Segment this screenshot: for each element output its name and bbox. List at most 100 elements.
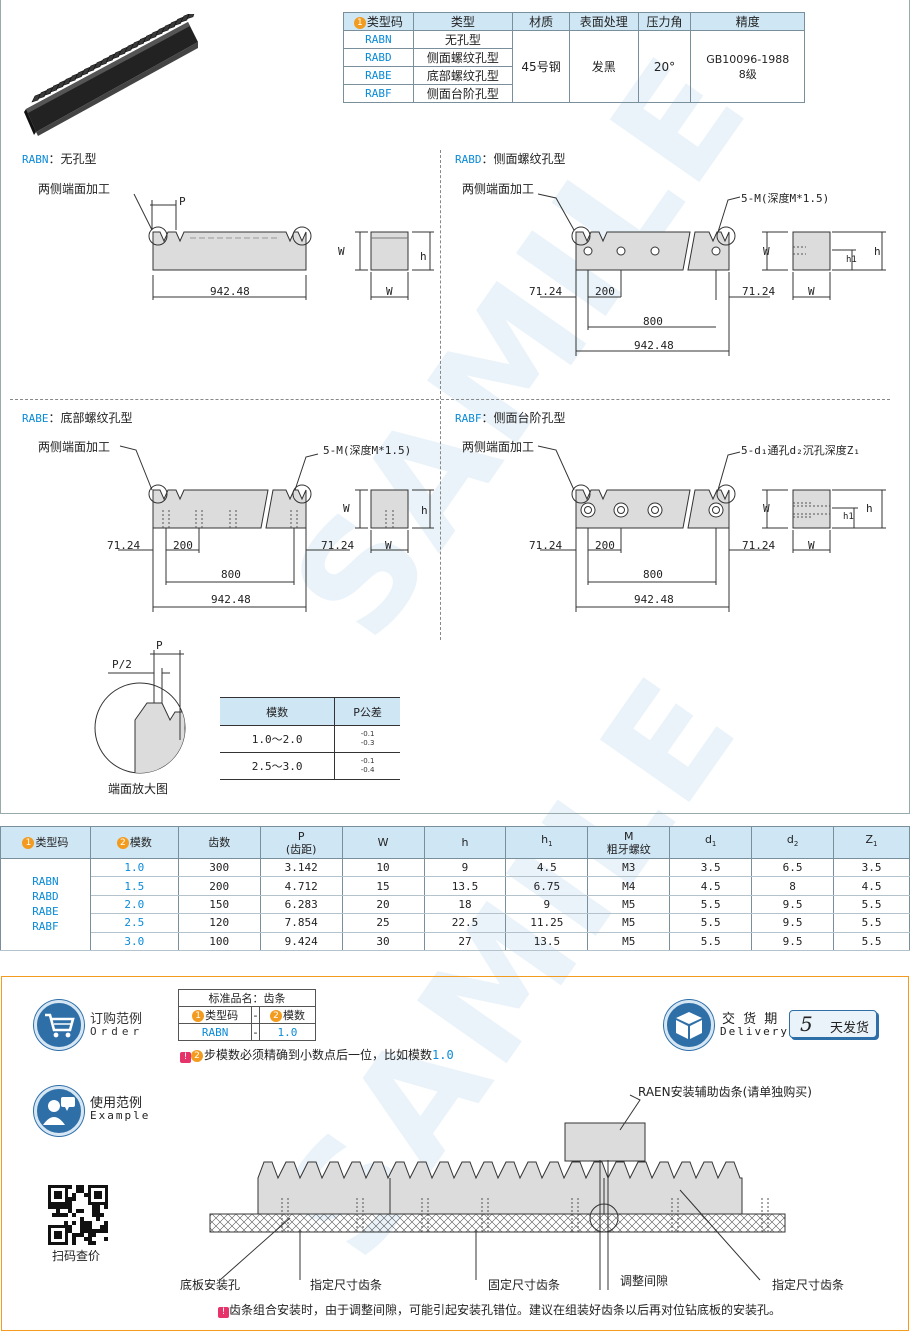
spec-module: 1.0 <box>89 858 179 878</box>
spec-p: 4.712 <box>259 876 343 896</box>
pressure-angle-header: 压力角 <box>637 12 692 31</box>
spec-p: 3.142 <box>259 858 343 878</box>
spec-z1: 4.5 <box>833 876 910 896</box>
spec-rack-right-label: 指定尺寸齿条 <box>772 1278 845 1292</box>
h1-header: h1 <box>505 826 589 859</box>
rabe-end-note: 两侧端面加工 <box>38 440 111 454</box>
spec-z1: 5.5 <box>833 895 910 915</box>
spec-teeth: 120 <box>177 913 261 933</box>
order-code-value: RABN <box>177 1023 253 1041</box>
spec-teeth: 100 <box>177 932 261 951</box>
material-value: 45号钢 <box>512 30 571 103</box>
type-code: RABF <box>343 84 414 103</box>
detail-pitch: P <box>156 639 163 652</box>
aux-rack-label: RAEN安装辅助齿条(请单独购买) <box>638 1085 812 1099</box>
order-label: 订购范例 <box>90 1012 143 1027</box>
rabf-end-left: 71.24 <box>529 539 563 552</box>
rabe-h: h <box>421 504 428 517</box>
assembly-warning: !齿条组合安装时，由于调整间隙，可能引起安装孔错位。建议在组装好齿条以后再对位钻… <box>218 1301 781 1318</box>
example-box <box>1 976 909 1331</box>
rabe-hole-note: 5-M(深度M*1.5) <box>323 444 412 457</box>
rabe-w-side: W <box>343 502 350 515</box>
delivery-label-en: Delivery <box>720 1025 789 1038</box>
rack-product-image <box>24 14 198 136</box>
module-range: 2.5～3.0 <box>220 752 335 780</box>
spec-h: 13.5 <box>423 876 507 896</box>
spec-p: 7.854 <box>259 913 343 933</box>
rabf-hole-note: 5-d₁通孔d₂沉孔深度Z₁ <box>741 444 860 457</box>
spec-module: 2.0 <box>89 895 179 915</box>
z1-header: Z1 <box>833 826 910 859</box>
rabd-h1: h1 <box>846 255 857 265</box>
pitch-tolerance: -0.1-0.4 <box>334 752 400 780</box>
pitch-tolerance: -0.1-0.3 <box>334 725 400 753</box>
spec-h: 27 <box>423 932 507 951</box>
spec-p: 9.424 <box>259 932 343 951</box>
type-code: RABN <box>343 30 414 49</box>
spec-m: M5 <box>587 895 671 915</box>
delivery-badge: 5 天发货 <box>789 1010 877 1038</box>
rabf-end-note: 两侧端面加工 <box>462 440 535 454</box>
divider <box>440 150 441 640</box>
spec-w: 10 <box>341 858 425 878</box>
rabn-end-note: 两侧端面加工 <box>38 182 111 196</box>
spec-h: 9 <box>423 858 507 878</box>
precision-header: 精度 <box>690 12 805 31</box>
h-header: h <box>423 826 507 859</box>
detail-drawing <box>94 650 186 774</box>
rabf-length: 942.48 <box>634 593 674 606</box>
spec-d2: 6.5 <box>751 858 835 878</box>
spec-module: 2.5 <box>89 913 179 933</box>
rabn-length: 942.48 <box>210 285 250 298</box>
user-chat-icon <box>34 1086 84 1136</box>
rabn-w-side: W <box>338 245 345 258</box>
order-sep: - <box>251 1023 260 1041</box>
qr-caption: 扫码查价 <box>52 1249 101 1263</box>
spec-w: 30 <box>341 932 425 951</box>
d1-header: d1 <box>669 826 753 859</box>
order-sep: - <box>251 1006 260 1024</box>
gap-label: 调整间隙 <box>620 1274 669 1288</box>
rabf-span: 800 <box>643 568 663 581</box>
spec-w: 20 <box>341 895 425 915</box>
spec-h1: 9 <box>505 895 589 915</box>
spec-rack-left-label: 指定尺寸齿条 <box>310 1278 383 1292</box>
warning-icon: ! <box>180 1052 191 1063</box>
order-module-value: 1.0 <box>258 1023 317 1041</box>
spec-p: 6.283 <box>259 895 343 915</box>
spec-h: 22.5 <box>423 913 507 933</box>
pitch-tolerance-header: P公差 <box>334 697 400 726</box>
rabd-end-note: 两侧端面加工 <box>462 182 535 196</box>
rabn-drawing <box>133 193 434 300</box>
spec-d1: 4.5 <box>669 876 753 896</box>
rabf-drawing <box>537 445 886 612</box>
rabf-pitch200: 200 <box>595 539 615 552</box>
rabf-w: W <box>808 539 815 552</box>
delivery-box-icon <box>664 1000 714 1050</box>
rabf-end-right: 71.24 <box>742 539 776 552</box>
spec-module: 1.5 <box>89 876 179 896</box>
rabn-w: W <box>386 285 393 298</box>
assembly-drawing <box>209 1094 786 1290</box>
rabe-pitch200: 200 <box>173 539 193 552</box>
pressure-angle-value: 20° <box>637 30 692 103</box>
rabf-w-side: W <box>763 502 770 515</box>
spec-module: 3.0 <box>89 932 179 951</box>
rabe-span: 800 <box>221 568 241 581</box>
rabe-title: RABE：底部螺纹孔型 <box>22 411 133 425</box>
detail-half-pitch: P/2 <box>112 658 132 671</box>
spec-d2: 9.5 <box>751 913 835 933</box>
surface-value: 发黑 <box>569 30 639 103</box>
spec-w: 25 <box>341 913 425 933</box>
rabn-h: h <box>420 250 427 263</box>
